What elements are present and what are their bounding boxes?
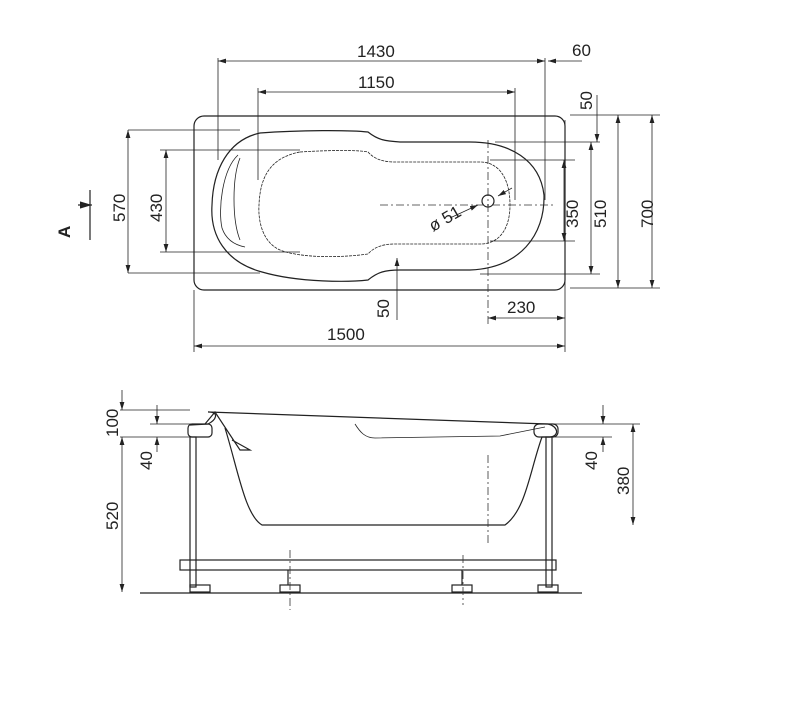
dim-430: 430 [147,194,166,222]
dim-570: 570 [110,194,129,222]
right-leg [545,436,553,588]
tub-inner-bottom [258,150,511,258]
base-frame [179,559,557,571]
dim-100: 100 [103,409,122,437]
feet [189,570,559,593]
dim-40-right: 40 [582,451,601,470]
dim-drain-diameter: ø 51 [426,202,465,235]
dim-230: 230 [507,298,535,317]
dim-50-top: 50 [577,91,596,110]
left-leg [189,436,197,588]
tub-basin-outline [211,130,545,282]
dim-520: 520 [103,502,122,530]
section-marker: A [55,190,92,240]
tub-body-profile [189,411,558,526]
dim-510: 510 [591,200,610,228]
left-rim-cap [187,423,213,438]
headrest-outline [220,154,246,248]
top-view: 1430 60 1150 50 570 430 350 510 700 ø 51… [55,41,660,352]
dim-50-bottom: 50 [374,299,393,318]
dim-1430: 1430 [357,42,395,61]
headrest [204,410,253,451]
dim-350: 350 [563,200,582,228]
section-marker-label: A [55,226,74,238]
rim-curve [354,423,546,439]
dim-380: 380 [614,467,633,495]
dim-60: 60 [572,41,591,60]
drain-circle [481,194,495,208]
dim-40-left: 40 [137,451,156,470]
side-view: 100 40 520 40 380 [103,390,640,610]
dim-1150: 1150 [358,73,395,92]
dim-700: 700 [638,200,657,228]
dim-1500: 1500 [327,325,365,344]
